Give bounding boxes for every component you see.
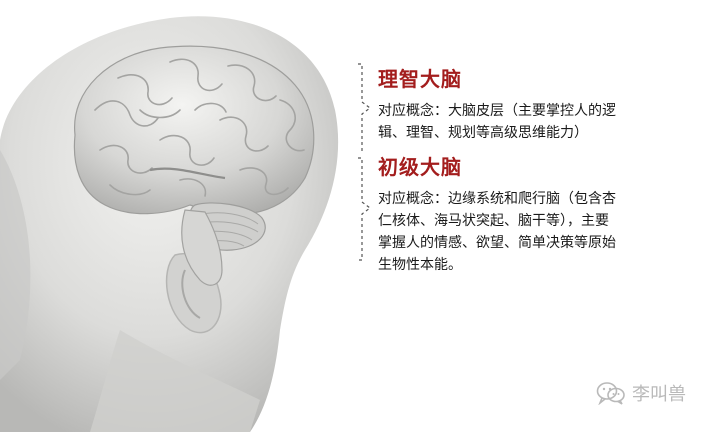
watermark: 李叫兽 xyxy=(596,380,686,406)
upper-brain-title: 理智大脑 xyxy=(378,67,462,91)
lower-brain-title: 初级大脑 xyxy=(378,155,462,179)
annotation-panel: 理智大脑 对应概念：大脑皮层（主要掌控人的逻 辑、理智、规划等高级思维能力） 初… xyxy=(348,62,708,273)
bracket-lines xyxy=(358,63,371,261)
lower-brain-annotation: 初级大脑 对应概念：边缘系统和爬行脑（包含杏 仁核体、海马状突起、脑干等），主要… xyxy=(378,154,678,276)
cerebrum xyxy=(73,45,315,215)
lower-brain-description: 对应概念：边缘系统和爬行脑（包含杏 仁核体、海马状突起、脑干等），主要 掌握人的… xyxy=(378,191,616,273)
brain-stem xyxy=(181,209,223,286)
upper-brain-description: 对应概念：大脑皮层（主要掌控人的逻 辑、理智、规划等高级思维能力） xyxy=(378,103,616,141)
upper-brain-annotation: 理智大脑 对应概念：大脑皮层（主要掌控人的逻 辑、理智、规划等高级思维能力） xyxy=(378,66,678,144)
wechat-icon xyxy=(596,382,625,405)
watermark-text: 李叫兽 xyxy=(632,384,686,405)
